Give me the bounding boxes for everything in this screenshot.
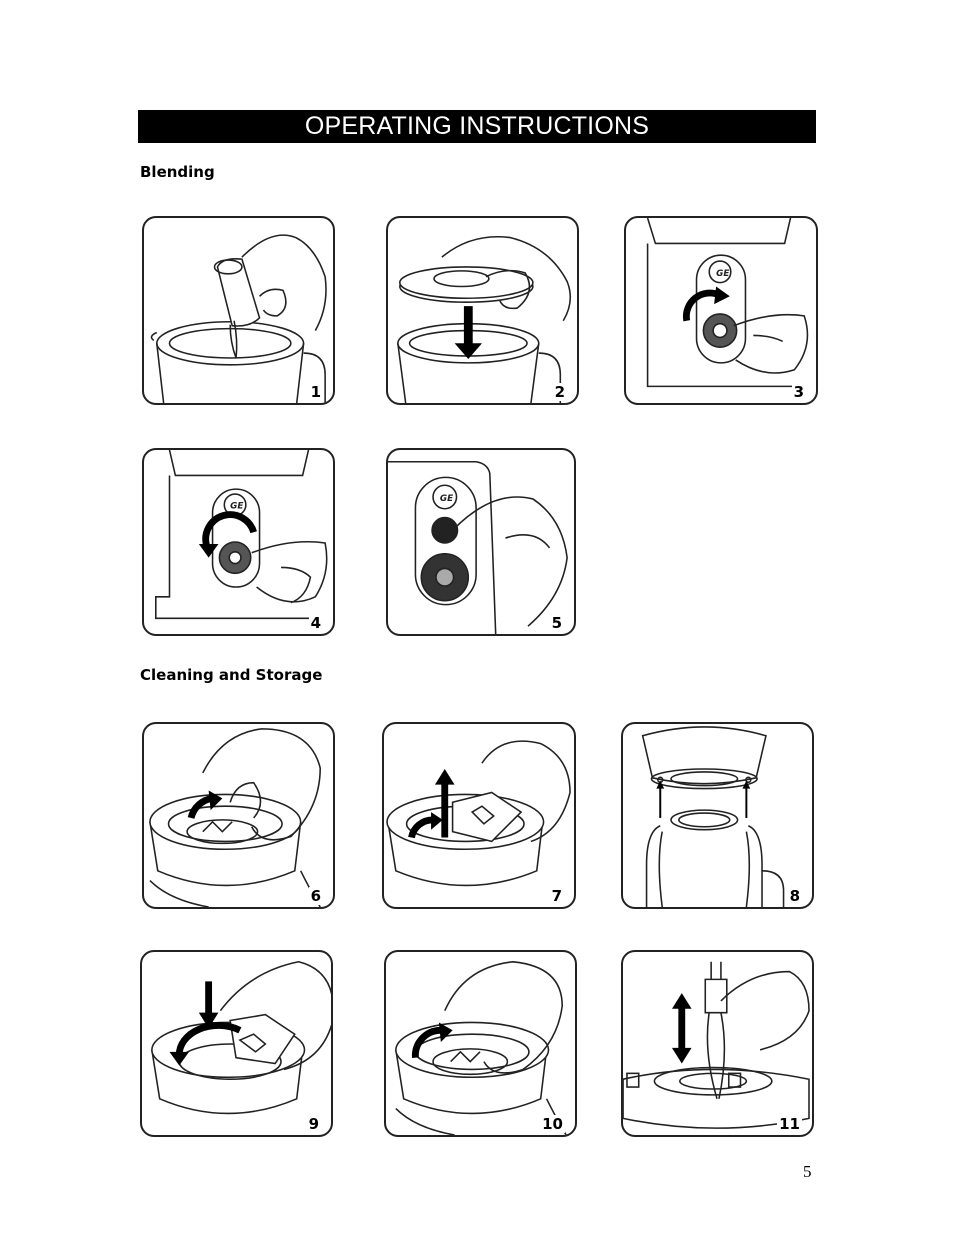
- step-3-panel: GE 3: [624, 216, 818, 405]
- step-2-number: 2: [552, 383, 567, 401]
- step-6-number: 6: [308, 887, 323, 905]
- step-9-number: 9: [306, 1115, 321, 1133]
- step-7-panel: 7: [382, 722, 576, 909]
- step-9-panel: 9: [140, 950, 333, 1137]
- cord-storage-icon: [623, 961, 810, 1129]
- press-pulse-icon: GE: [388, 460, 568, 634]
- page-title-banner: OPERATING INSTRUCTIONS: [138, 110, 816, 143]
- step-11-number: 11: [777, 1115, 802, 1133]
- svg-text:GE: GE: [230, 502, 243, 512]
- step-3-number: 3: [791, 383, 806, 401]
- page-title: OPERATING INSTRUCTIONS: [304, 112, 650, 140]
- section-heading-cleaning: Cleaning and Storage: [140, 666, 323, 684]
- place-lid-icon: [397, 236, 572, 403]
- step-4-panel: GE 4: [142, 448, 335, 636]
- lock-blade-icon: [395, 960, 567, 1135]
- section-heading-blending: Blending: [140, 163, 215, 181]
- step-8-panel: 8: [621, 722, 814, 909]
- step-5-panel: GE 5: [386, 448, 576, 636]
- step-6-panel: 6: [142, 722, 335, 909]
- step-10-panel: 10: [384, 950, 577, 1137]
- step-1-number: 1: [308, 383, 323, 401]
- pour-ingredients-icon: [150, 234, 327, 403]
- step-10-number: 10: [540, 1115, 565, 1133]
- turn-dial-off-icon: GE: [155, 450, 328, 620]
- lift-blade-icon: [386, 740, 571, 887]
- step-7-number: 7: [549, 887, 564, 905]
- step-5-number: 5: [549, 614, 564, 632]
- page-number: 5: [803, 1162, 812, 1181]
- insert-blade-icon: [151, 960, 331, 1115]
- step-11-panel: 11: [621, 950, 814, 1137]
- step-1-panel: 1: [142, 216, 335, 405]
- twist-blade-icon: [149, 728, 321, 907]
- jar-base-icon: [641, 726, 785, 907]
- svg-text:GE: GE: [716, 269, 729, 279]
- svg-text:GE: GE: [440, 494, 453, 504]
- step-4-number: 4: [308, 614, 323, 632]
- step-8-number: 8: [787, 887, 802, 905]
- turn-dial-on-icon: GE: [646, 218, 809, 388]
- step-2-panel: 2: [386, 216, 579, 405]
